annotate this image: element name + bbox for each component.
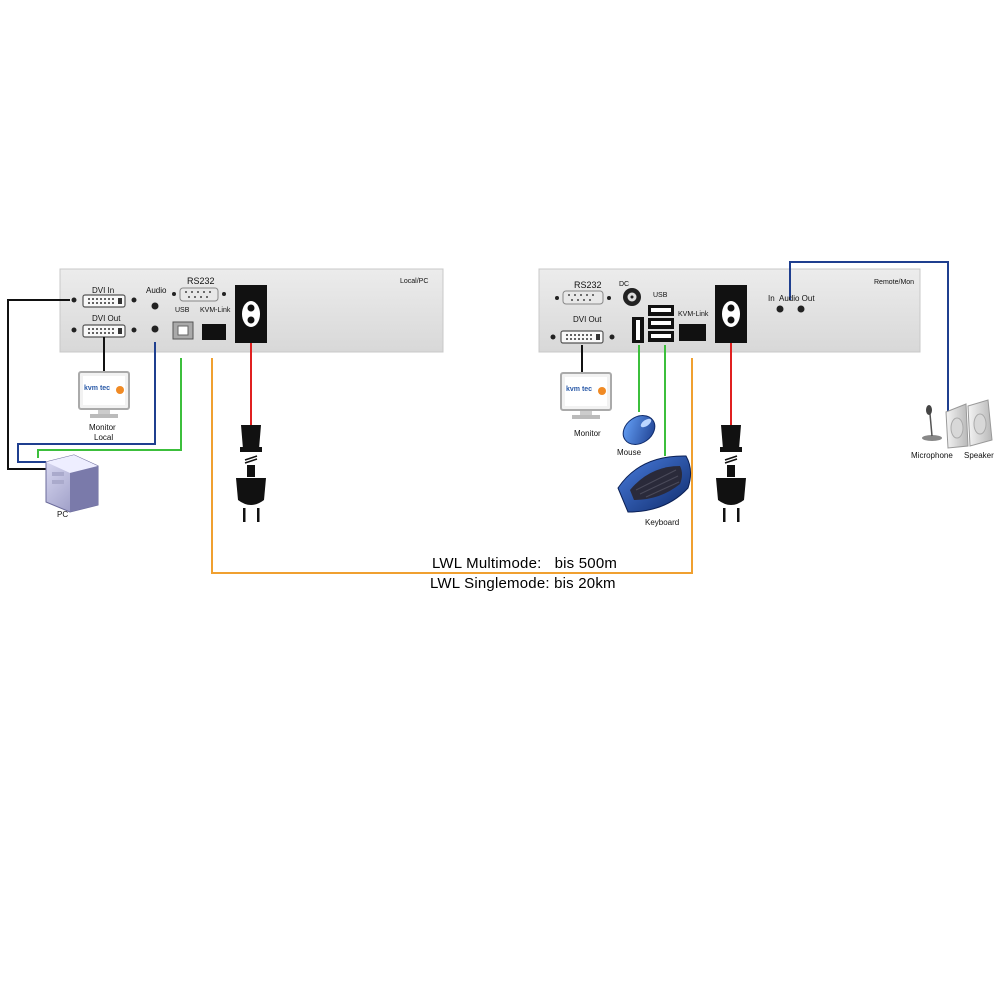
local-audio-jack-2 (151, 325, 159, 333)
remote-monitor (560, 372, 612, 419)
local-power-inlet (235, 285, 267, 343)
local-audio-cable (17, 342, 156, 463)
remote-kvm-link-label: KVM-Link (678, 311, 709, 318)
remote-usb-label: USB (653, 292, 668, 299)
remote-unit (538, 268, 921, 353)
local-unit-title: Local/PC (400, 278, 429, 285)
remote-usb-ports (632, 305, 674, 343)
local-dvi-in-port (71, 294, 137, 308)
fiber-singlemode-label: LWL Singlemode: bis 20km (430, 575, 616, 592)
remote-audio-out-label: Audio Out (779, 294, 815, 303)
remote-unit-title: Remote/Mon (874, 279, 915, 286)
remote-dvi-out-label: DVI Out (573, 315, 602, 324)
remote-rs232-label: RS232 (574, 280, 602, 290)
pc-label: PC (57, 510, 69, 519)
remote-audio-in-label: In (768, 294, 775, 303)
local-usb-label: USB (175, 307, 190, 314)
local-power-plug (236, 425, 266, 522)
remote-power-plug (716, 425, 746, 522)
local-unit (59, 268, 444, 353)
remote-audio-in-jack (776, 305, 784, 313)
local-rs232-label: RS232 (187, 276, 215, 286)
mouse-label: Mouse (617, 448, 642, 457)
local-usb-cable (37, 358, 182, 458)
remote-dc-label: DC (619, 281, 630, 288)
remote-monitor-brand: kvm tec (566, 386, 593, 393)
local-monitor-label-line1: Monitor (89, 423, 116, 432)
microphone-icon (922, 405, 942, 441)
fiber-multimode-label: LWL Multimode: bis 500m (430, 555, 620, 572)
local-rs232-port (172, 287, 226, 302)
speaker-icon (945, 399, 993, 449)
pc-tower-icon (45, 454, 99, 513)
mouse-icon (622, 415, 656, 445)
local-kvm-link-label: KVM-Link (200, 307, 231, 314)
fiber-cable (211, 358, 693, 574)
dvi-in-cable (7, 299, 70, 470)
local-monitor-brand: kvm tec (84, 385, 111, 392)
speaker-label: Speaker (964, 451, 994, 460)
keyboard-label: Keyboard (645, 518, 680, 527)
remote-audio-out-jack (797, 305, 805, 313)
remote-audio-cable (789, 261, 949, 440)
local-usb-port (172, 321, 194, 340)
local-audio-jack-1 (151, 302, 159, 310)
local-dvi-out-label: DVI Out (92, 314, 121, 323)
remote-monitor-label: Monitor (574, 429, 601, 438)
local-monitor (78, 371, 130, 418)
local-dvi-in-label: DVI In (92, 286, 115, 295)
local-kvm-link-port (202, 324, 226, 340)
local-audio-label: Audio (146, 286, 167, 295)
local-monitor-label-line2: Local (94, 433, 114, 442)
remote-rs232-port (555, 290, 611, 305)
remote-dvi-out-port (550, 330, 615, 344)
microphone-label: Microphone (911, 451, 953, 460)
remote-dc-jack (623, 288, 641, 306)
remote-power-inlet (715, 285, 747, 343)
remote-kvm-link-port (679, 324, 706, 341)
keyboard-icon (617, 455, 692, 513)
